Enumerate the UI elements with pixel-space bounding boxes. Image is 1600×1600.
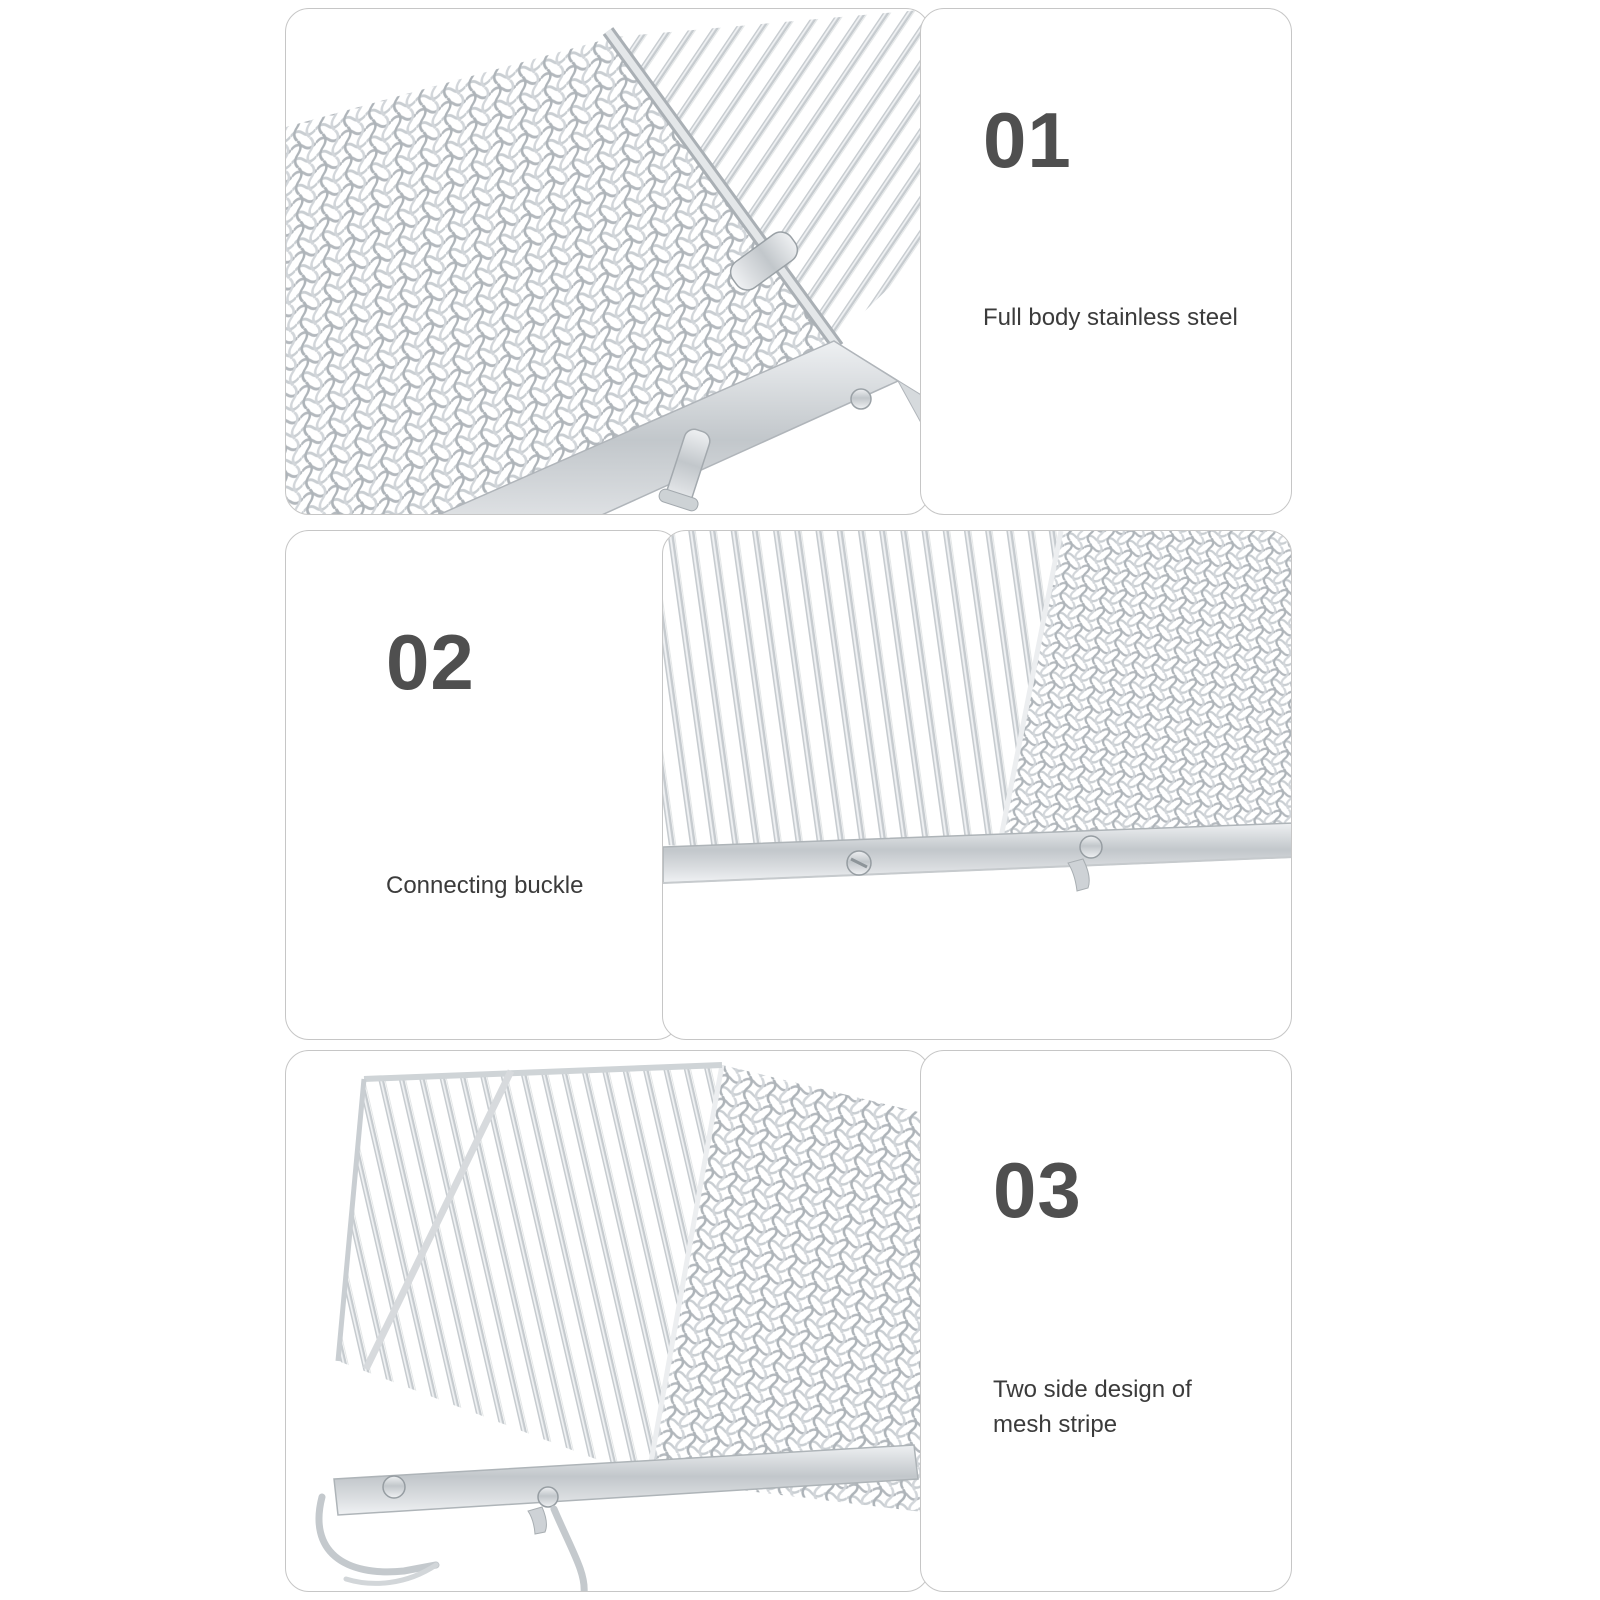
connecting-buckle-clip xyxy=(658,428,711,512)
feature-photo-2 xyxy=(662,530,1292,1040)
frame-rivet xyxy=(850,388,872,410)
feature-number-3: 03 xyxy=(993,1146,1082,1234)
feature-photo-1 xyxy=(285,8,930,515)
straight-bars-area xyxy=(614,9,929,341)
mesh-seam xyxy=(645,1064,725,1480)
rail-rivets xyxy=(382,1475,559,1535)
feature-description-3: Two side design of mesh stripe xyxy=(993,1376,1192,1438)
woven-mesh-area xyxy=(648,1065,929,1513)
front-frame-rail xyxy=(663,822,1291,884)
front-frame-rail xyxy=(333,1444,919,1516)
feature-number-2: 02 xyxy=(386,618,475,706)
buckle-bolt xyxy=(1067,835,1103,892)
feature-section-3: 03 Two side design of mesh stripe xyxy=(285,1050,1292,1592)
folding-wire-legs xyxy=(315,1493,588,1591)
feature-section-2: 02 Connecting buckle xyxy=(285,530,1292,1040)
feature-section-1: 01 Full body stainless steel xyxy=(285,8,1292,515)
grill-buckle-closeup-image xyxy=(663,531,1291,892)
grate-frame-edges xyxy=(335,1062,723,1371)
feature-card-1: 01 Full body stainless steel xyxy=(920,8,1292,515)
buckle-rivet xyxy=(846,850,872,876)
hinge xyxy=(729,231,799,291)
feature-card-3: 03 Two side design of mesh stripe xyxy=(920,1050,1292,1592)
feature-photo-3 xyxy=(285,1050,930,1592)
feature-number-1: 01 xyxy=(983,96,1072,184)
grill-two-side-mesh-image xyxy=(315,1062,929,1591)
mesh-seam xyxy=(994,531,1064,859)
feature-description-2: Connecting buckle xyxy=(386,872,584,899)
grill-grate-angled-image xyxy=(286,9,929,514)
front-frame-rail xyxy=(438,340,929,514)
feature-card-2: 02 Connecting buckle xyxy=(285,530,680,1040)
feature-description-1: Full body stainless steel xyxy=(983,304,1238,331)
center-spine-bar xyxy=(602,27,844,351)
product-feature-sheet: 01 Full body stainless steel 02 Connecti… xyxy=(285,8,1292,1592)
straight-bars-area xyxy=(338,1065,722,1479)
woven-mesh-area xyxy=(999,531,1291,857)
straight-bars-area xyxy=(663,531,1061,859)
